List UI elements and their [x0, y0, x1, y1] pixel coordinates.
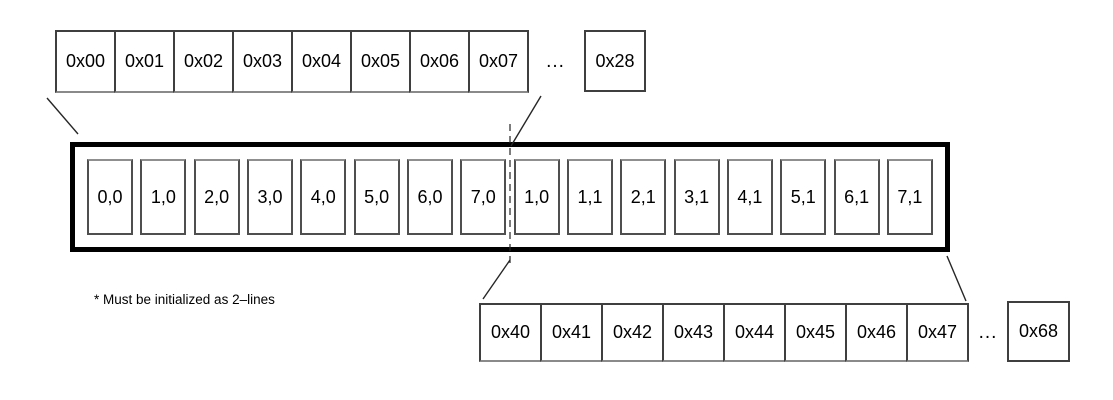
- buffer-container: 0,0 1,0 2,0 3,0 4,0 5,0 6,0 7,0 1,0 1,1 …: [70, 142, 950, 252]
- buffer-cell: 6,1: [833, 159, 880, 235]
- connector-line-bottom-right: [946, 255, 967, 302]
- bottom-address-cell: 0x43: [662, 303, 725, 362]
- buffer-cell: 3,0: [246, 159, 293, 235]
- buffer-cell: 5,1: [780, 159, 827, 235]
- buffer-cell: 1,1: [566, 159, 613, 235]
- bottom-address-cell: 0x46: [845, 303, 908, 362]
- top-address-cell: 0x05: [350, 30, 411, 93]
- top-address-cell: 0x02: [173, 30, 234, 93]
- buffer-cell: 4,0: [300, 159, 347, 235]
- top-address-cell: 0x00: [55, 30, 116, 93]
- top-last-address-cell: 0x28: [584, 30, 646, 92]
- bottom-address-cell: 0x45: [784, 303, 847, 362]
- top-address-cell: 0x06: [409, 30, 470, 93]
- top-address-cell: 0x01: [114, 30, 175, 93]
- connector-line-bottom-left: [482, 259, 511, 300]
- top-address-cell: 0x03: [232, 30, 293, 93]
- buffer-cell: 2,0: [193, 159, 240, 235]
- buffer-cell: 5,0: [353, 159, 400, 235]
- top-ellipsis: ...: [546, 50, 565, 72]
- bottom-address-cell: 0x42: [601, 303, 664, 362]
- connector-line-top-right: [510, 95, 542, 147]
- top-address-cell: 0x04: [291, 30, 352, 93]
- buffer-cell: 2,1: [620, 159, 667, 235]
- top-address-cell: 0x07: [468, 30, 529, 93]
- buffer-cell: 1,0: [140, 159, 187, 235]
- footnote: * Must be initialized as 2–lines: [94, 292, 275, 307]
- buffer-cell: 4,1: [726, 159, 773, 235]
- buffer-cell: 0,0: [87, 159, 133, 235]
- buffer-cell: 7,1: [886, 159, 933, 235]
- buffer-cell: 3,1: [673, 159, 720, 235]
- bottom-address-cell: 0x47: [906, 303, 969, 362]
- buffer-cell: 1,0: [513, 159, 560, 235]
- connector-line-top-left: [46, 97, 79, 135]
- bottom-last-address-cell: 0x68: [1007, 301, 1070, 362]
- bottom-address-cell: 0x40: [479, 303, 542, 362]
- bottom-ellipsis: ...: [978, 321, 998, 343]
- top-address-row: 0x00 0x01 0x02 0x03 0x04 0x05 0x06 0x07: [55, 30, 529, 93]
- bottom-address-cell: 0x41: [540, 303, 603, 362]
- bottom-address-row: 0x40 0x41 0x42 0x43 0x44 0x45 0x46 0x47: [479, 303, 969, 362]
- bottom-address-cell: 0x44: [723, 303, 786, 362]
- buffer-cell: 6,0: [406, 159, 453, 235]
- buffer-cell: 7,0: [460, 159, 507, 235]
